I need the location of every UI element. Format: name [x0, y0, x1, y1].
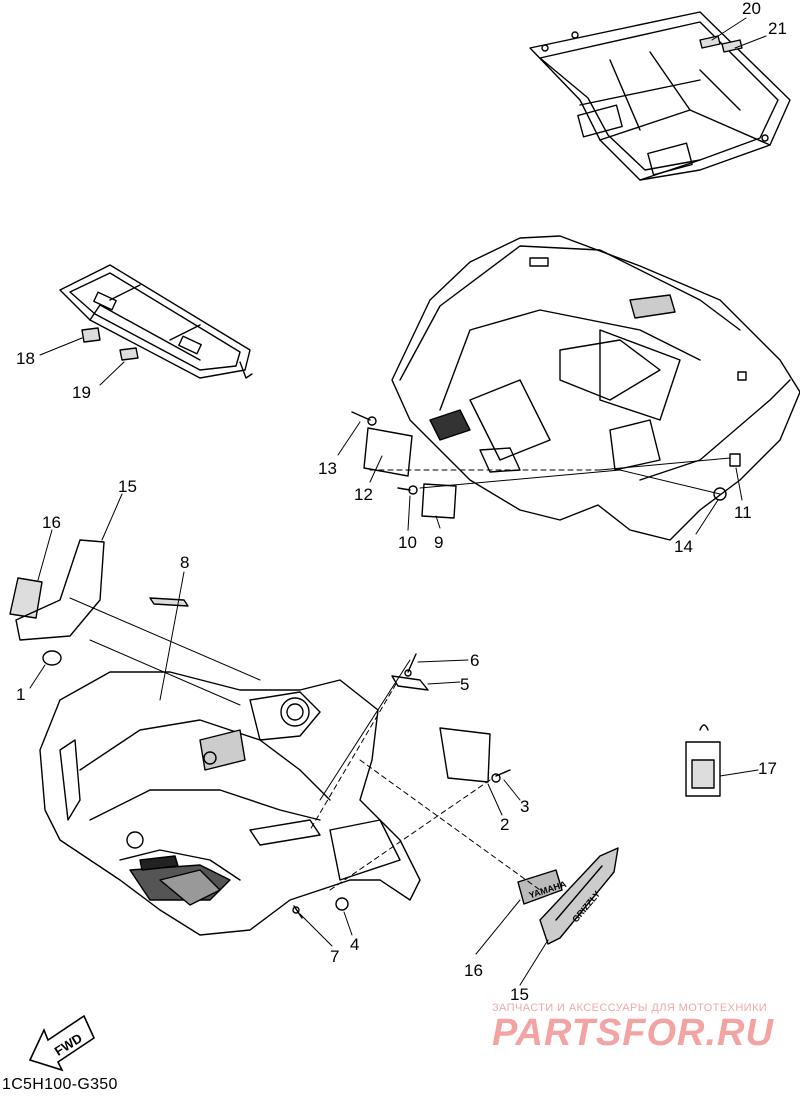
callout-9: 9 — [434, 533, 443, 552]
diagram-part-code: 1C5H100-G350 — [2, 1076, 118, 1093]
watermark-brand: PARTSFOR.RU — [492, 1012, 774, 1054]
rear-fender — [391, 235, 800, 541]
callout-2: 2 — [500, 815, 509, 834]
decal-16-upper — [9, 577, 43, 619]
callout-11: 11 — [734, 503, 752, 522]
callout-5: 5 — [460, 675, 469, 694]
decal-8 — [149, 597, 189, 607]
callout-15-lower: 15 — [510, 985, 529, 1004]
callout-6: 6 — [470, 651, 479, 670]
washer-14 — [713, 487, 727, 501]
callout-15-upper: 15 — [118, 477, 137, 496]
plate-12 — [363, 427, 413, 477]
rack-decal-20 — [699, 35, 721, 49]
assembly-lines — [69, 457, 731, 891]
callout-3: 3 — [520, 797, 529, 816]
nut-11 — [729, 453, 741, 467]
bolt-6 — [404, 653, 417, 677]
watermark-tagline: ЗАПЧАСТИ И АКСЕССУАРЫ ДЛЯ МОТОТЕХНИКИ — [492, 1002, 768, 1014]
bumper-pad-1 — [42, 650, 62, 666]
rack-decal-21 — [721, 39, 743, 53]
callout-21: 21 — [768, 19, 787, 38]
tag-17 — [685, 724, 721, 797]
plate-2 — [439, 727, 491, 783]
callout-10: 10 — [398, 533, 417, 552]
washer-4 — [335, 897, 349, 911]
front-carrier-rack — [59, 264, 253, 379]
rear-carrier-rack — [529, 11, 791, 181]
front-rack-decal-19 — [119, 347, 139, 361]
callout-8: 8 — [180, 553, 189, 572]
callout-labels: 1 2 3 4 5 6 7 8 9 10 11 12 13 14 15 16 1… — [16, 0, 787, 1004]
callout-19: 19 — [72, 383, 91, 402]
screw-13 — [351, 411, 377, 426]
callout-16-upper: 16 — [42, 513, 61, 532]
callout-12: 12 — [354, 485, 373, 504]
callout-4: 4 — [350, 935, 359, 954]
front-rack-decal-18 — [81, 327, 101, 343]
front-fender — [39, 671, 421, 936]
callout-1: 1 — [16, 685, 25, 704]
callout-7: 7 — [330, 947, 339, 966]
screw-3 — [491, 769, 511, 783]
callout-14: 14 — [674, 537, 693, 556]
plate-5 — [391, 675, 429, 691]
screw-10 — [397, 485, 418, 495]
fwd-arrow-icon: FWD — [28, 1014, 96, 1072]
callout-20: 20 — [742, 0, 761, 18]
callout-16-lower: 16 — [464, 961, 483, 980]
plate-9 — [421, 483, 457, 519]
callout-18: 18 — [16, 349, 35, 368]
emblem-15-grizzly — [539, 847, 619, 945]
callout-13: 13 — [318, 459, 337, 478]
callout-17: 17 — [758, 759, 777, 778]
decal-16-yamaha — [517, 869, 563, 905]
decal-15-upper — [15, 539, 105, 641]
grommet-7 — [292, 905, 303, 919]
callout-leaders — [29, 17, 767, 986]
